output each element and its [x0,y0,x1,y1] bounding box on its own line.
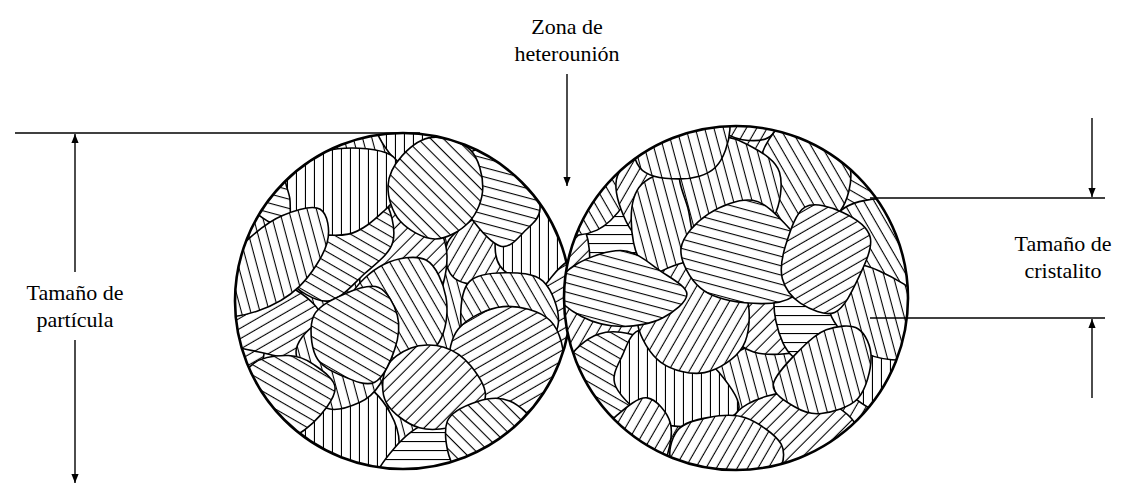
crystallite [670,415,784,486]
crystallite [781,205,870,314]
particle-grains [506,45,960,486]
dimension-arrow [1091,319,1092,398]
dimension-label: Tamaño de partícula [3,278,147,334]
leader-arrow [566,74,567,186]
region-label: Zona de heterounión [495,12,639,68]
particle-outline [564,126,908,470]
extension-line [15,132,420,133]
dimension-arrow [74,340,75,483]
extension-line [870,317,1105,318]
crystallite [555,251,687,327]
crystallite [446,398,549,486]
crystallite [388,137,483,239]
crystallite [311,286,399,383]
dimension-label: Tamaño de cristalito [991,229,1135,285]
crystallite [631,64,730,179]
extension-line [870,197,1105,198]
dimension-arrow [74,134,75,272]
crystallite [213,208,329,317]
crystallite [773,326,871,414]
dimension-arrow [1091,118,1092,197]
particle-grains [165,83,610,486]
particle-outline [235,133,571,469]
